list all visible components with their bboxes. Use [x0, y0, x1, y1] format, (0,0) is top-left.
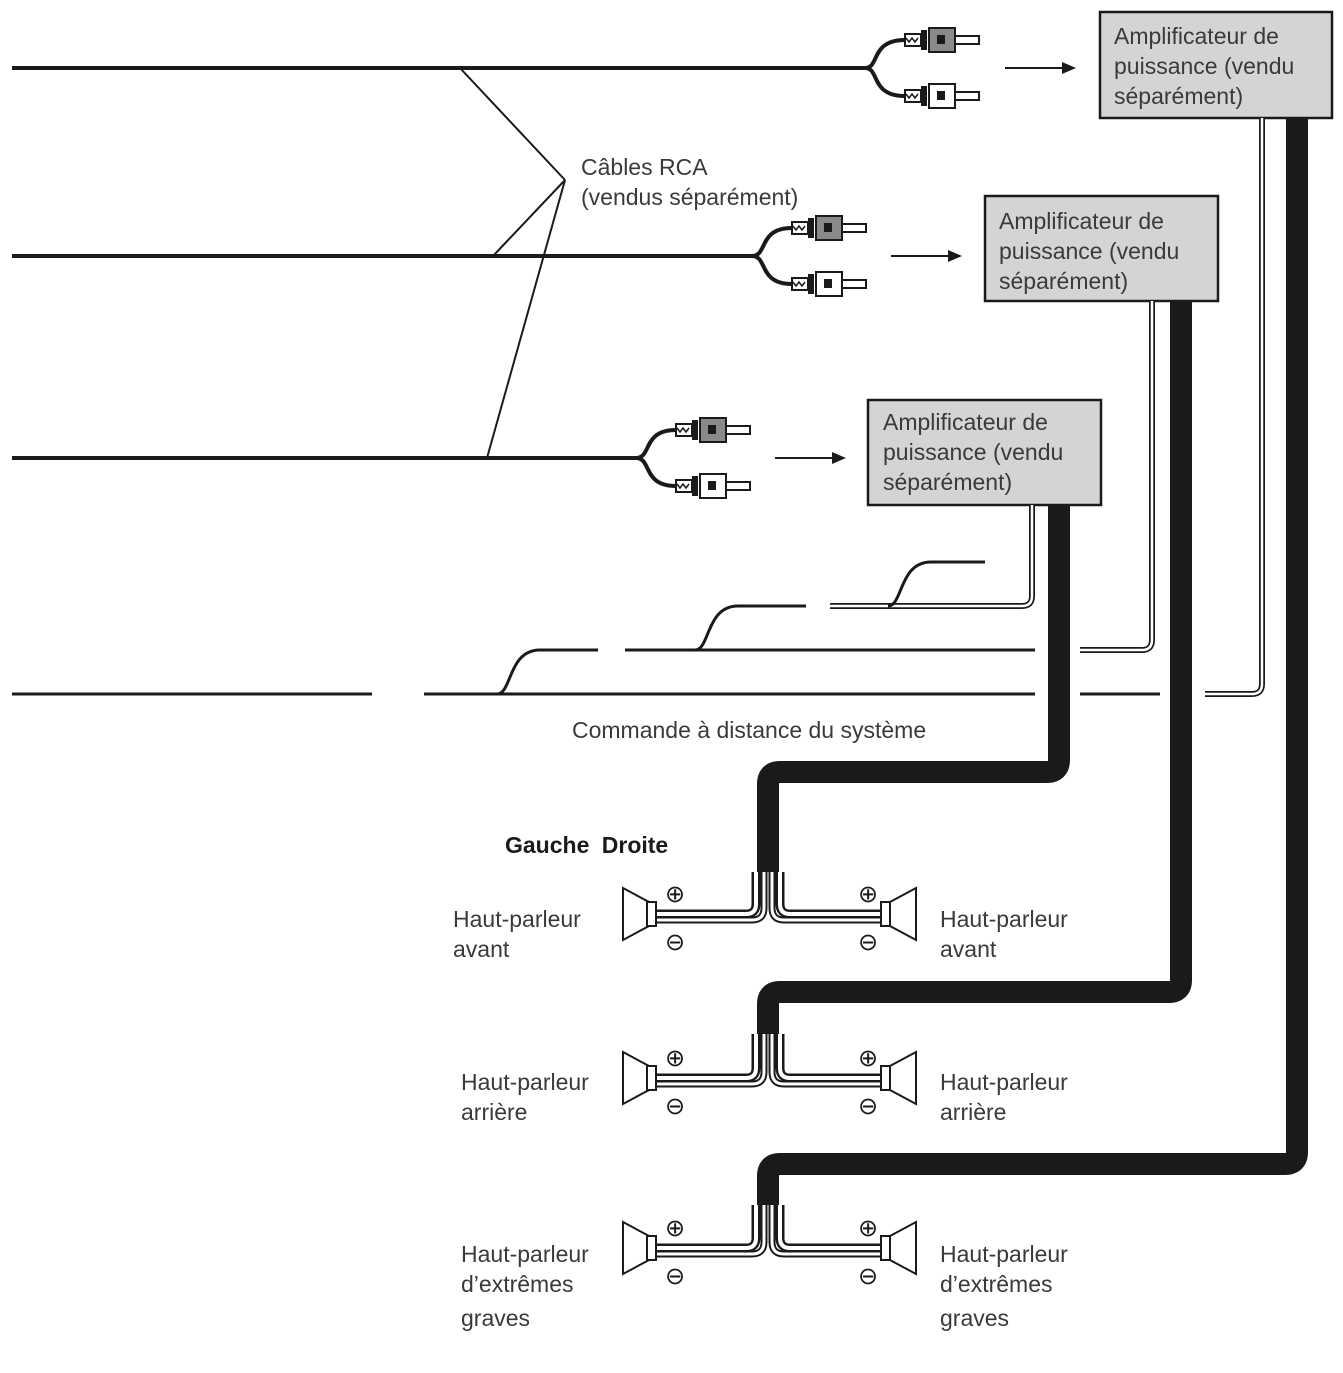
speaker-labels: Haut-parleur avant Haut-parleur avant Ha… — [453, 906, 1068, 1331]
amplifier-box-3: Amplificateur de puissance (vendu séparé… — [866, 398, 1103, 507]
rear-left-speaker-icon — [622, 1050, 657, 1106]
rca-cable-1 — [12, 38, 906, 98]
right-channel-label: Droite — [602, 832, 668, 858]
subwoofer-left-label-line1: Haut-parleur — [461, 1241, 589, 1267]
rca-callout-lines — [459, 67, 566, 459]
arrow-to-amplifier-1 — [1005, 62, 1076, 74]
rca-plug-pair-1 — [904, 27, 980, 109]
rca-cable-2 — [12, 226, 793, 286]
rear-right-plus-icon: ⊕ — [858, 1044, 878, 1072]
amplifier-2-line1: Amplificateur de — [999, 208, 1164, 234]
front-right-speaker-icon — [880, 886, 917, 942]
rca-cables-label: Câbles RCA (vendus séparément) — [581, 154, 798, 210]
front-right-label-line2: avant — [940, 936, 997, 962]
arrow-to-amplifier-3 — [775, 452, 846, 464]
front-left-label-line2: avant — [453, 936, 510, 962]
rca-cables-label-line2: (vendus séparément) — [581, 184, 798, 210]
subwoofer-right-label-line1: Haut-parleur — [940, 1241, 1068, 1267]
amplifier-3-line1: Amplificateur de — [883, 409, 1048, 435]
front-left-minus-icon: ⊖ — [665, 928, 685, 956]
rear-right-label-line1: Haut-parleur — [940, 1069, 1068, 1095]
subwoofer-left-speaker-icon — [622, 1220, 657, 1276]
subwoofer-right-label-line3: graves — [940, 1305, 1009, 1331]
front-left-label-line1: Haut-parleur — [453, 906, 581, 932]
rear-right-label-line2: arrière — [940, 1099, 1006, 1125]
speaker-cables — [757, 118, 1308, 1205]
subwoofer-left-plus-icon: ⊕ — [665, 1214, 685, 1242]
front-left-plus-icon: ⊕ — [665, 880, 685, 908]
channel-heading: Gauche Droite — [505, 832, 668, 858]
rca-plug-pair-3 — [675, 417, 751, 499]
rear-left-plus-icon: ⊕ — [665, 1044, 685, 1072]
arrow-to-amplifier-2 — [891, 250, 962, 262]
amplifier-box-1: Amplificateur de puissance (vendu séparé… — [1098, 10, 1334, 120]
front-left-speaker-icon — [622, 886, 657, 942]
rear-right-speaker-icon — [880, 1050, 917, 1106]
subwoofer-right-minus-icon: ⊖ — [858, 1262, 878, 1290]
front-right-minus-icon: ⊖ — [858, 928, 878, 956]
amplifier-2-line2: puissance (vendu — [999, 238, 1179, 264]
amplifier-2-line3: séparément) — [999, 268, 1128, 294]
amplifier-1-line3: séparément) — [1114, 83, 1243, 109]
remote-control-lines — [12, 560, 1160, 696]
subwoofer-speaker-branch: ⊕ ⊖ ⊕ ⊖ — [622, 1205, 917, 1290]
amplifier-box-2: Amplificateur de puissance (vendu séparé… — [983, 194, 1220, 303]
rear-left-minus-icon: ⊖ — [665, 1092, 685, 1120]
rca-cables-label-line1: Câbles RCA — [581, 154, 708, 180]
subwoofer-left-label-line3: graves — [461, 1305, 530, 1331]
left-channel-label: Gauche — [505, 832, 589, 858]
rca-cable-3 — [12, 428, 677, 488]
subwoofer-right-speaker-icon — [880, 1220, 917, 1276]
amplifier-1-line1: Amplificateur de — [1114, 23, 1279, 49]
rear-speaker-branch: ⊕ ⊖ ⊕ ⊖ — [622, 1034, 917, 1120]
rear-left-label-line1: Haut-parleur — [461, 1069, 589, 1095]
amplifier-1-line2: puissance (vendu — [1114, 53, 1294, 79]
rear-right-minus-icon: ⊖ — [858, 1092, 878, 1120]
remote-control-label: Commande à distance du système — [572, 717, 926, 743]
subwoofer-right-plus-icon: ⊕ — [858, 1214, 878, 1242]
front-right-label-line1: Haut-parleur — [940, 906, 1068, 932]
remote-wires — [830, 118, 1265, 697]
subwoofer-left-label-line2: d’extrêmes — [461, 1271, 573, 1297]
front-right-plus-icon: ⊕ — [858, 880, 878, 908]
amplifier-3-line3: séparément) — [883, 469, 1012, 495]
subwoofer-left-minus-icon: ⊖ — [665, 1262, 685, 1290]
subwoofer-right-label-line2: d’extrêmes — [940, 1271, 1052, 1297]
rear-left-label-line2: arrière — [461, 1099, 527, 1125]
amplifier-3-line2: puissance (vendu — [883, 439, 1063, 465]
front-speaker-branch: ⊕ ⊖ ⊕ ⊖ — [622, 872, 917, 956]
rca-plug-pair-2 — [791, 215, 867, 297]
